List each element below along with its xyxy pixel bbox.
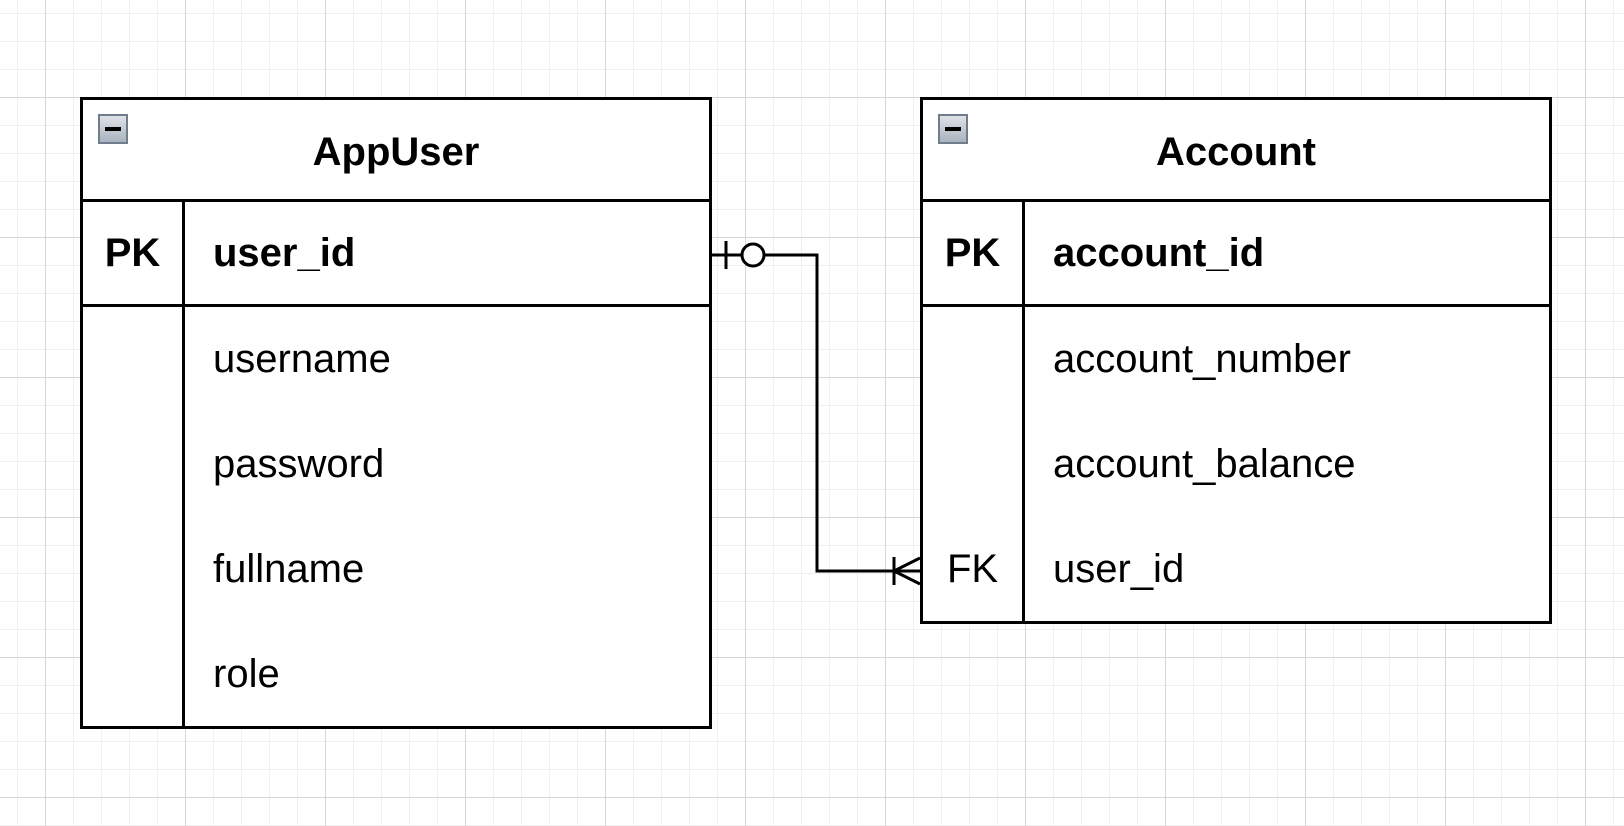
crows-foot-lower [893, 569, 921, 586]
account-table[interactable]: Account PK account_id account_number acc… [920, 97, 1552, 624]
table-row[interactable]: FK user_id [923, 517, 1549, 622]
zero-circle-marker [740, 242, 766, 268]
key-label [923, 412, 1025, 517]
column-name: user_id [1053, 547, 1185, 591]
table-row[interactable]: username [83, 307, 709, 412]
entity-title: AppUser [312, 129, 480, 174]
collapse-icon[interactable] [98, 114, 128, 144]
column-name: username [213, 337, 391, 381]
appuser-header[interactable]: AppUser [83, 100, 709, 202]
key-label: PK [83, 202, 185, 304]
column-name: role [213, 652, 280, 696]
entity-title: Account [1156, 129, 1316, 174]
column-name: password [213, 442, 385, 486]
key-label [83, 517, 185, 622]
key-label: PK [923, 202, 1025, 304]
column-name: account_balance [1053, 442, 1356, 486]
column-name: account_id [1053, 230, 1265, 275]
key-label [83, 412, 185, 517]
crows-foot-upper [893, 556, 921, 573]
account-header[interactable]: Account [923, 100, 1549, 202]
table-row[interactable]: role [83, 622, 709, 727]
table-row[interactable]: account_balance [923, 412, 1549, 517]
column-name: fullname [213, 547, 365, 591]
column-name: user_id [213, 230, 356, 275]
key-label [923, 307, 1025, 412]
key-label [83, 622, 185, 727]
key-label [83, 307, 185, 412]
collapse-icon[interactable] [938, 114, 968, 144]
relationship-line [712, 253, 920, 573]
column-name: account_number [1053, 337, 1351, 381]
table-row[interactable]: account_number [923, 307, 1549, 412]
table-row[interactable]: PK user_id [83, 202, 709, 307]
appuser-table[interactable]: AppUser PK user_id username password ful… [80, 97, 712, 729]
table-row[interactable]: password [83, 412, 709, 517]
key-label: FK [923, 517, 1025, 622]
table-row[interactable]: fullname [83, 517, 709, 622]
table-row[interactable]: PK account_id [923, 202, 1549, 307]
